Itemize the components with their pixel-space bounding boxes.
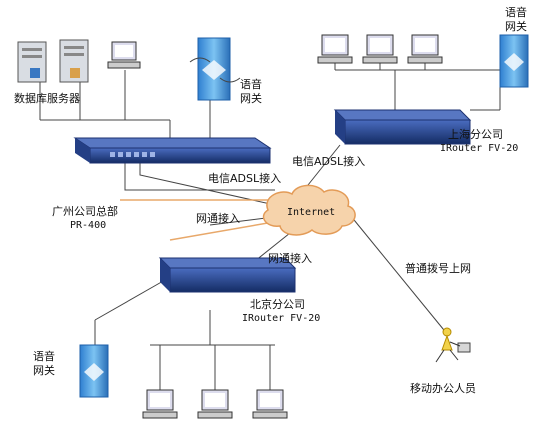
computer-icon [142,389,178,419]
db-server-label: 数据库服务器 [14,92,80,105]
bj-branch-model: IRouter FV-20 [242,313,321,324]
bj-voice-gateway-label-1: 语音 [33,350,55,363]
sh-voice-gateway-label-2: 网关 [505,20,527,33]
sh-voice-gateway [499,34,529,88]
computer-icon [317,34,353,64]
netcom-gz-label: 网通接入 [196,212,240,225]
database-server-icon [17,39,89,83]
gz-voice-gateway-label-2: 网关 [240,92,262,105]
wire-accents [120,199,286,241]
gz-hq-router [73,137,272,164]
sh-branch-model: IRouter FV-20 [440,143,519,154]
internet-cloud [262,184,356,236]
gz-voice-gateway [189,37,241,101]
sh-voice-gateway-label-1: 语音 [505,6,527,19]
gz-voice-gateway-label-1: 语音 [240,78,262,91]
gz-hq-name: 广州公司总部 [52,205,118,218]
bj-branch-router [158,257,297,293]
gz-hq-model: PR-400 [70,220,107,231]
bj-branch-name: 北京分公司 [250,298,305,311]
bj-voice-gateway [79,344,109,398]
mobile-staff-label: 移动办公人员 [410,382,476,395]
computer-icon [407,34,443,64]
mobile-worker-icon [435,327,471,363]
telecom-adsl-gz-label: 电信ADSL接入 [208,172,282,185]
computer-icon [362,34,398,64]
dialup-label: 普通拨号上网 [405,262,471,275]
bj-voice-gateway-label-2: 网关 [33,364,55,377]
computer-icon [107,41,141,69]
computer-icon [197,389,233,419]
netcom-bj-label: 网通接入 [268,252,312,265]
sh-branch-router [333,109,472,145]
telecom-adsl-sh-label: 电信ADSL接入 [292,155,366,168]
computer-icon [252,389,288,419]
sh-branch-name: 上海分公司 [448,128,503,141]
internet-label: Internet [287,207,336,218]
